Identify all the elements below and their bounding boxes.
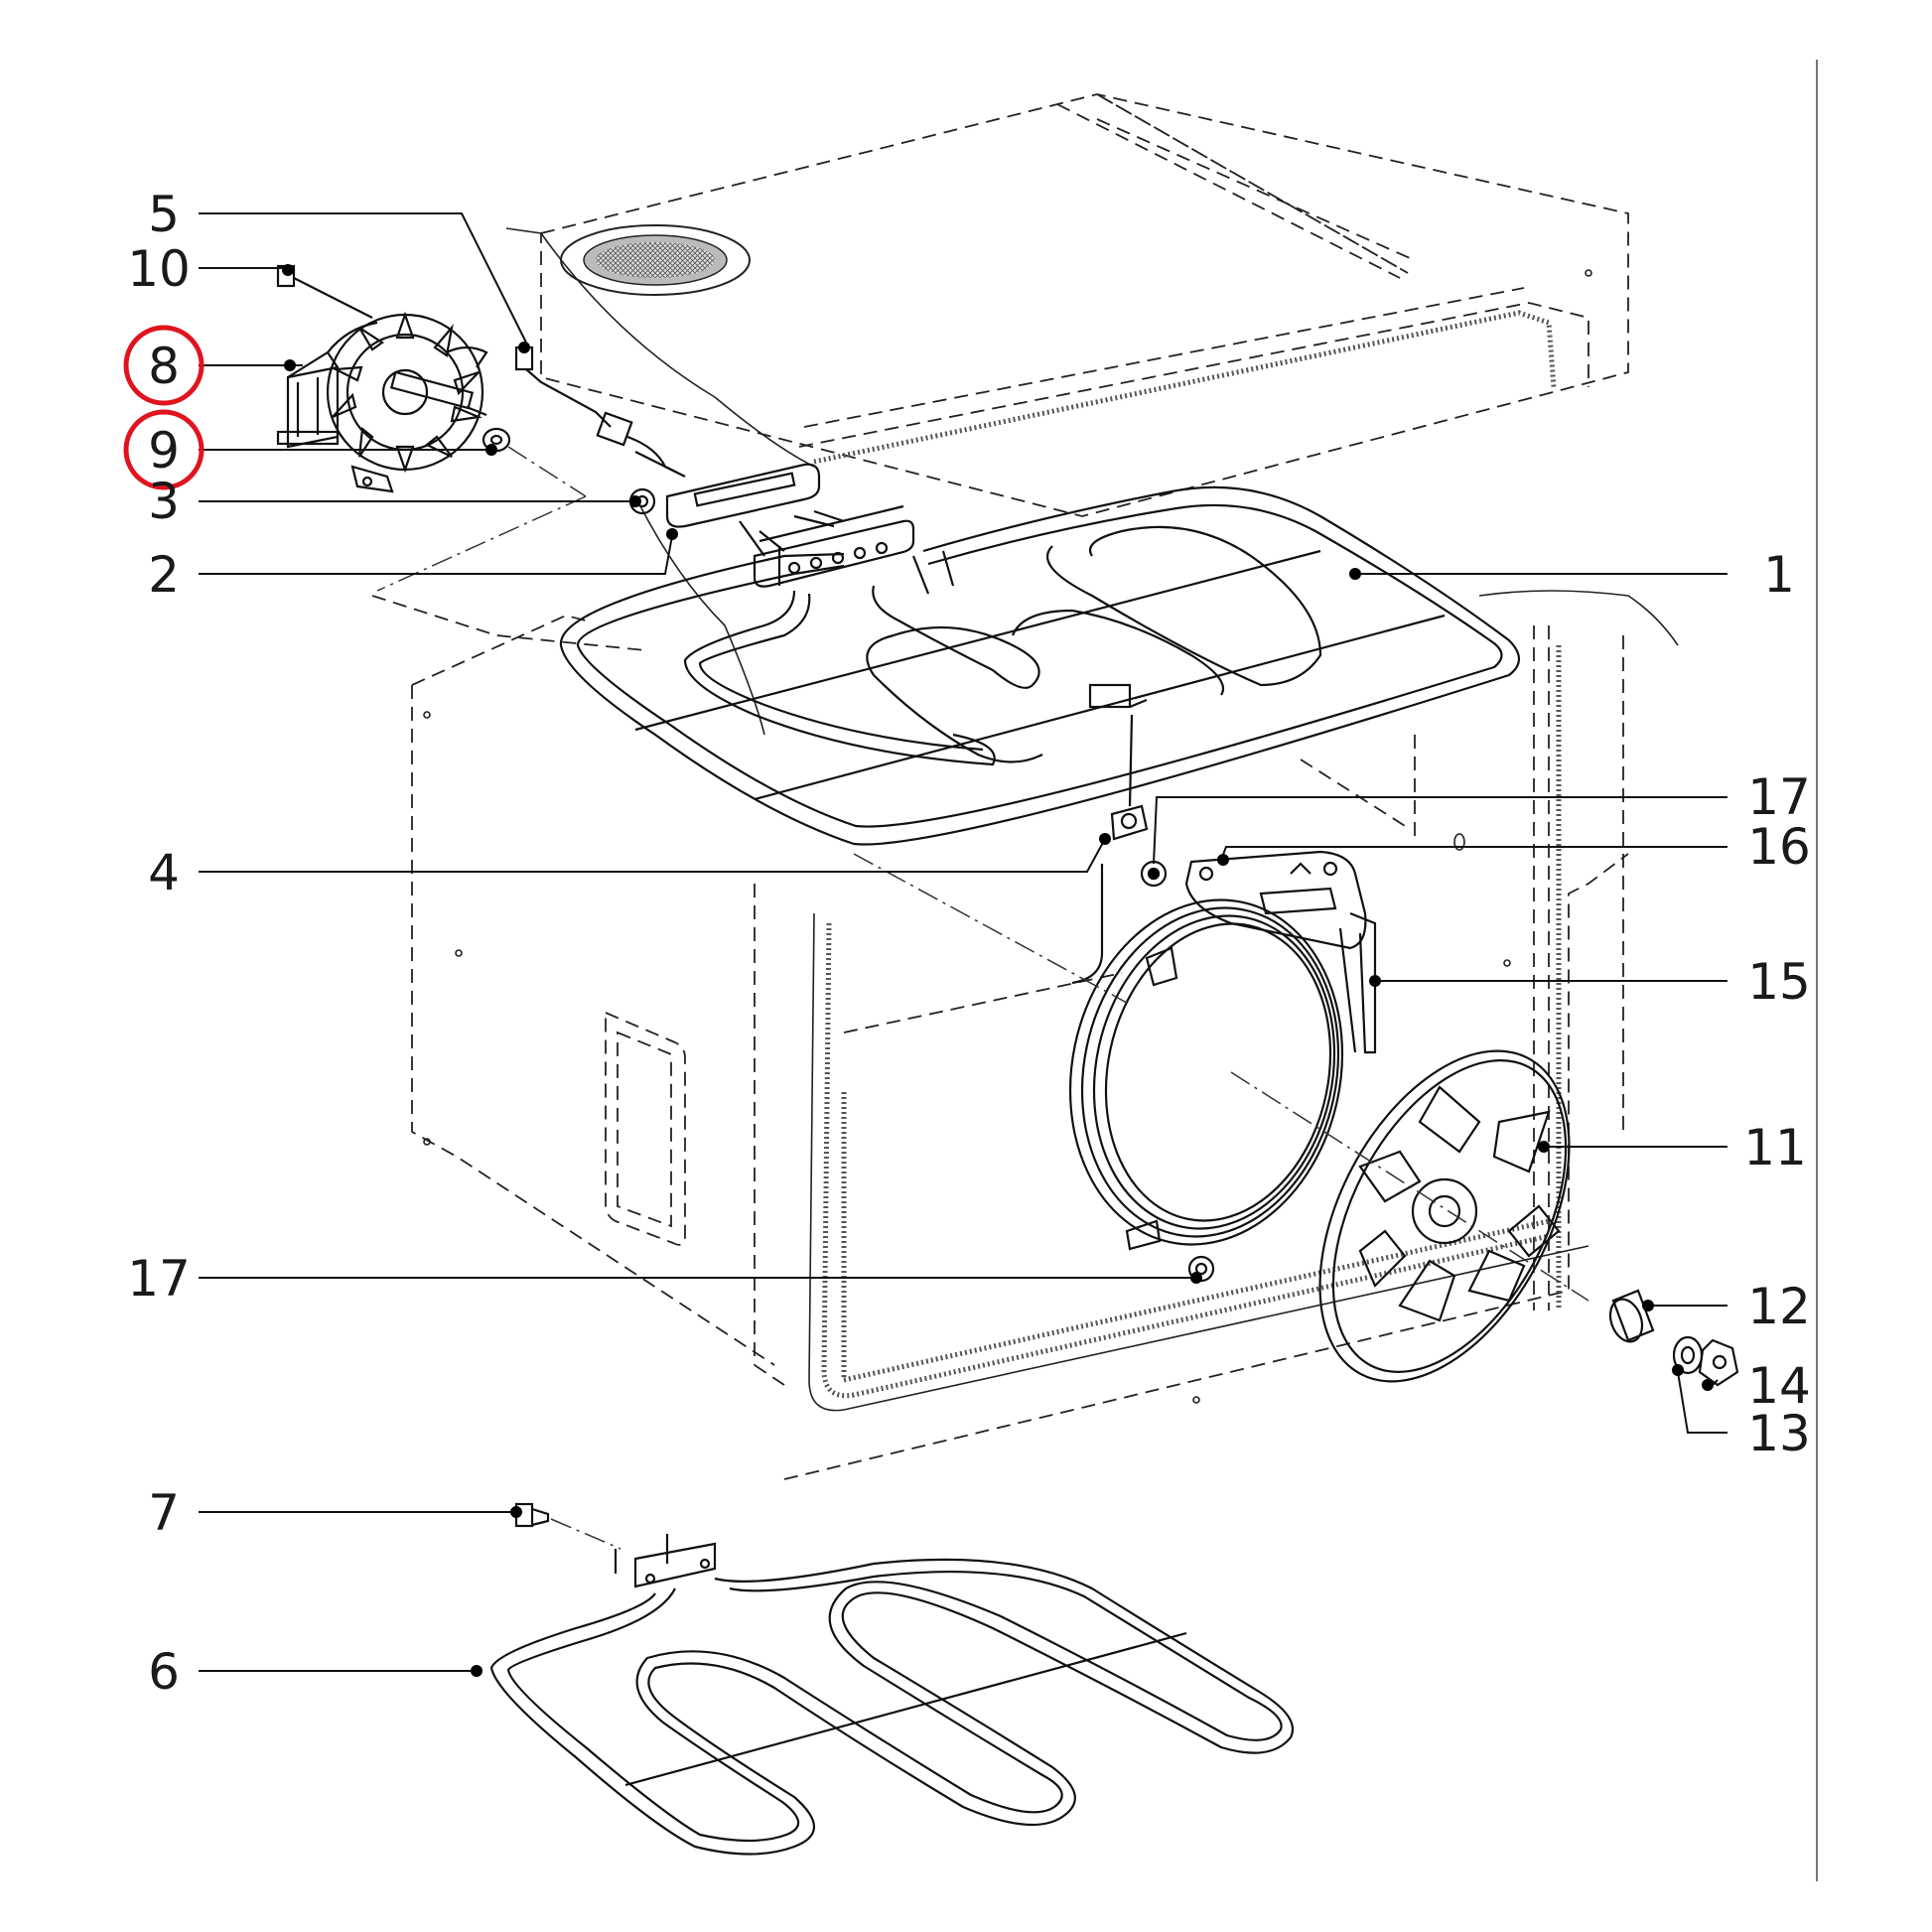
vent-grille-icon bbox=[560, 224, 751, 296]
callout-3: 3 bbox=[148, 473, 180, 530]
thermostat-cable bbox=[514, 345, 686, 478]
callout-6: 6 bbox=[148, 1643, 180, 1701]
callout-14: 14 bbox=[1747, 1357, 1811, 1415]
callout-10: 10 bbox=[127, 240, 191, 298]
top-panel bbox=[505, 224, 1679, 736]
highlight-circle-9 bbox=[123, 409, 205, 490]
leader-lines bbox=[199, 212, 1727, 1672]
oven-fan-blade bbox=[1230, 1049, 1589, 1383]
fan-fixing-set bbox=[1608, 1289, 1739, 1387]
oven-housing bbox=[371, 93, 1629, 1480]
callout-5: 5 bbox=[148, 186, 180, 243]
callout-12: 12 bbox=[1747, 1278, 1811, 1335]
callout-17-upper: 17 bbox=[1747, 768, 1811, 826]
circular-heating-element bbox=[1068, 850, 1377, 1251]
thermostat-bulb bbox=[1071, 714, 1149, 985]
callout-1: 1 bbox=[1763, 546, 1795, 604]
callout-13: 13 bbox=[1747, 1405, 1811, 1462]
callout-4: 4 bbox=[148, 844, 180, 901]
callout-2: 2 bbox=[148, 546, 180, 604]
terminal-bracket bbox=[665, 463, 915, 588]
callout-15: 15 bbox=[1747, 953, 1811, 1011]
callout-9: 9 bbox=[148, 422, 180, 480]
callout-16: 16 bbox=[1747, 818, 1811, 876]
grill-heating-element bbox=[559, 485, 1521, 846]
leader-dots bbox=[282, 264, 1714, 1677]
highlight-circle-8 bbox=[123, 325, 205, 406]
callout-11: 11 bbox=[1743, 1119, 1807, 1176]
callout-17-lower: 17 bbox=[127, 1250, 191, 1308]
callout-7: 7 bbox=[148, 1484, 180, 1542]
bottom-heating-element bbox=[489, 1502, 1295, 1856]
callout-8: 8 bbox=[148, 338, 180, 395]
